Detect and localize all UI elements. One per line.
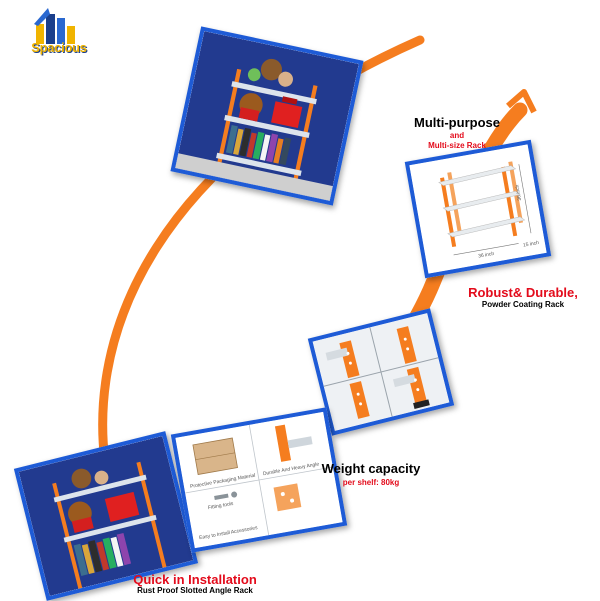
parts-label-tools: Fitting tools: [208, 501, 235, 511]
feature-title: Multi-purpose: [414, 115, 500, 130]
feature-subtitle: Powder Coating Rack: [481, 299, 565, 309]
feature-subtitle: Multi-size Rack: [428, 141, 486, 151]
rack-with-toys-photo: [170, 26, 364, 206]
feature-multipurpose: Multi-purpose and Multi-size Rack: [392, 116, 522, 150]
feature-connector: and: [449, 130, 465, 140]
height-label: 36 inch: [514, 184, 523, 201]
feature-title: Quick in Installation: [133, 572, 257, 587]
feature-weight: Weight capacity per shelf: 80kg: [312, 462, 430, 487]
feature-title: Robust& Durable,: [468, 285, 578, 300]
width-label: 36 inch: [478, 251, 495, 260]
feature-title: Weight capacity: [321, 461, 421, 476]
feature-installation: Quick in Installation Rust Proof Slotted…: [110, 573, 280, 595]
feature-robust: Robust& Durable, Powder Coating Rack: [448, 286, 598, 309]
brand-name: Spacious: [31, 40, 87, 55]
feature-subtitle: per shelf: 80kg: [342, 477, 400, 487]
rack-with-toys-photo-2: [13, 431, 199, 601]
depth-label: 15 inch: [523, 240, 540, 249]
spacious-logo-icon: [34, 8, 75, 44]
rack-joint-closeup: [307, 308, 455, 436]
rack-dimension-diagram: 36 inch 36 inch 15 inch: [404, 139, 552, 279]
rack-parts-grid: Protective Packaging Material Durable An…: [170, 407, 348, 553]
feature-subtitle: Rust Proof Slotted Angle Rack: [137, 585, 253, 595]
